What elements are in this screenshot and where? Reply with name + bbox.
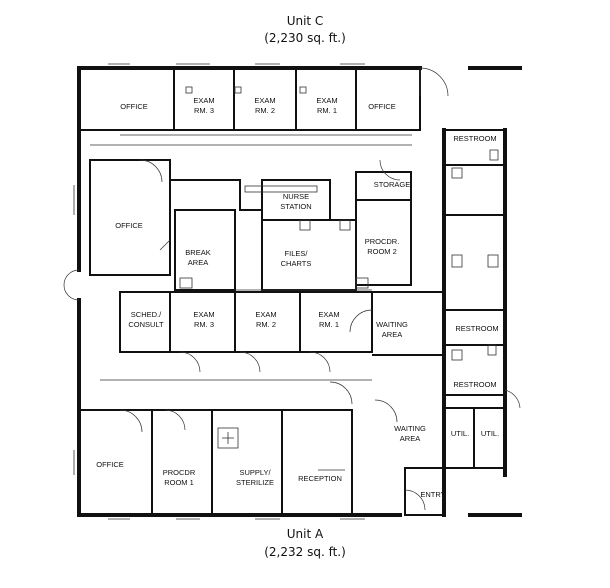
room-util-2: UTIL. — [480, 429, 500, 438]
wall-dimension-ticks — [73, 63, 365, 520]
room-files-charts: FILES/ CHARTS — [280, 249, 312, 268]
room-storage: STORAGE — [373, 180, 411, 189]
room-reception: RECEPTION — [298, 474, 342, 483]
restroom-column — [419, 67, 521, 469]
room-exam-rm3-top: EXAM RM. 3 — [193, 96, 215, 115]
room-waiting-area-2: WAITING AREA — [394, 424, 426, 443]
room-util-1: UTIL. — [450, 429, 470, 438]
room-waiting-area-1: WAITING AREA — [376, 320, 408, 339]
middle-block-walls — [89, 159, 412, 291]
room-procdr-room2: PROCDR. ROOM 2 — [364, 237, 400, 256]
room-restroom-2: RESTROOM — [455, 324, 499, 333]
room-office-2: OFFICE — [368, 102, 396, 111]
room-office-3: OFFICE — [115, 221, 143, 230]
room-exam-rm2-top: EXAM RM. 2 — [254, 96, 276, 115]
lower-row-walls — [100, 291, 444, 381]
room-restroom-1: RESTROOM — [453, 134, 497, 143]
room-procdr-room1: PROCDR ROOM 1 — [162, 468, 196, 487]
bottom-row-walls — [78, 381, 445, 516]
left-doors — [63, 269, 80, 301]
room-break-area: BREAK AREA — [185, 248, 211, 267]
room-office-1: OFFICE — [120, 102, 148, 111]
room-exam-rm1-bot: EXAM RM. 1 — [318, 310, 340, 329]
unit-c-area: (2,230 sq. ft.) — [264, 31, 346, 45]
room-exam-rm2-bot: EXAM RM. 2 — [255, 310, 277, 329]
room-exam-rm1-top: EXAM RM. 1 — [316, 96, 338, 115]
room-supply-sterilize: SUPPLY/ STERILIZE — [236, 468, 274, 487]
unit-a-area: (2,232 sq. ft.) — [264, 545, 346, 559]
room-entry: ENTRY — [420, 490, 446, 499]
room-nurse-station: NURSE STATION — [280, 192, 312, 211]
top-row-walls — [78, 67, 421, 146]
room-exam-rm3-bot: EXAM RM. 3 — [193, 310, 215, 329]
room-restroom-3: RESTROOM — [453, 380, 497, 389]
room-office-4: OFFICE — [96, 460, 124, 469]
room-sched-consult: SCHED./ CONSULT — [128, 310, 164, 329]
unit-a-title: Unit A — [286, 527, 324, 541]
unit-c-title: Unit C — [286, 14, 324, 28]
